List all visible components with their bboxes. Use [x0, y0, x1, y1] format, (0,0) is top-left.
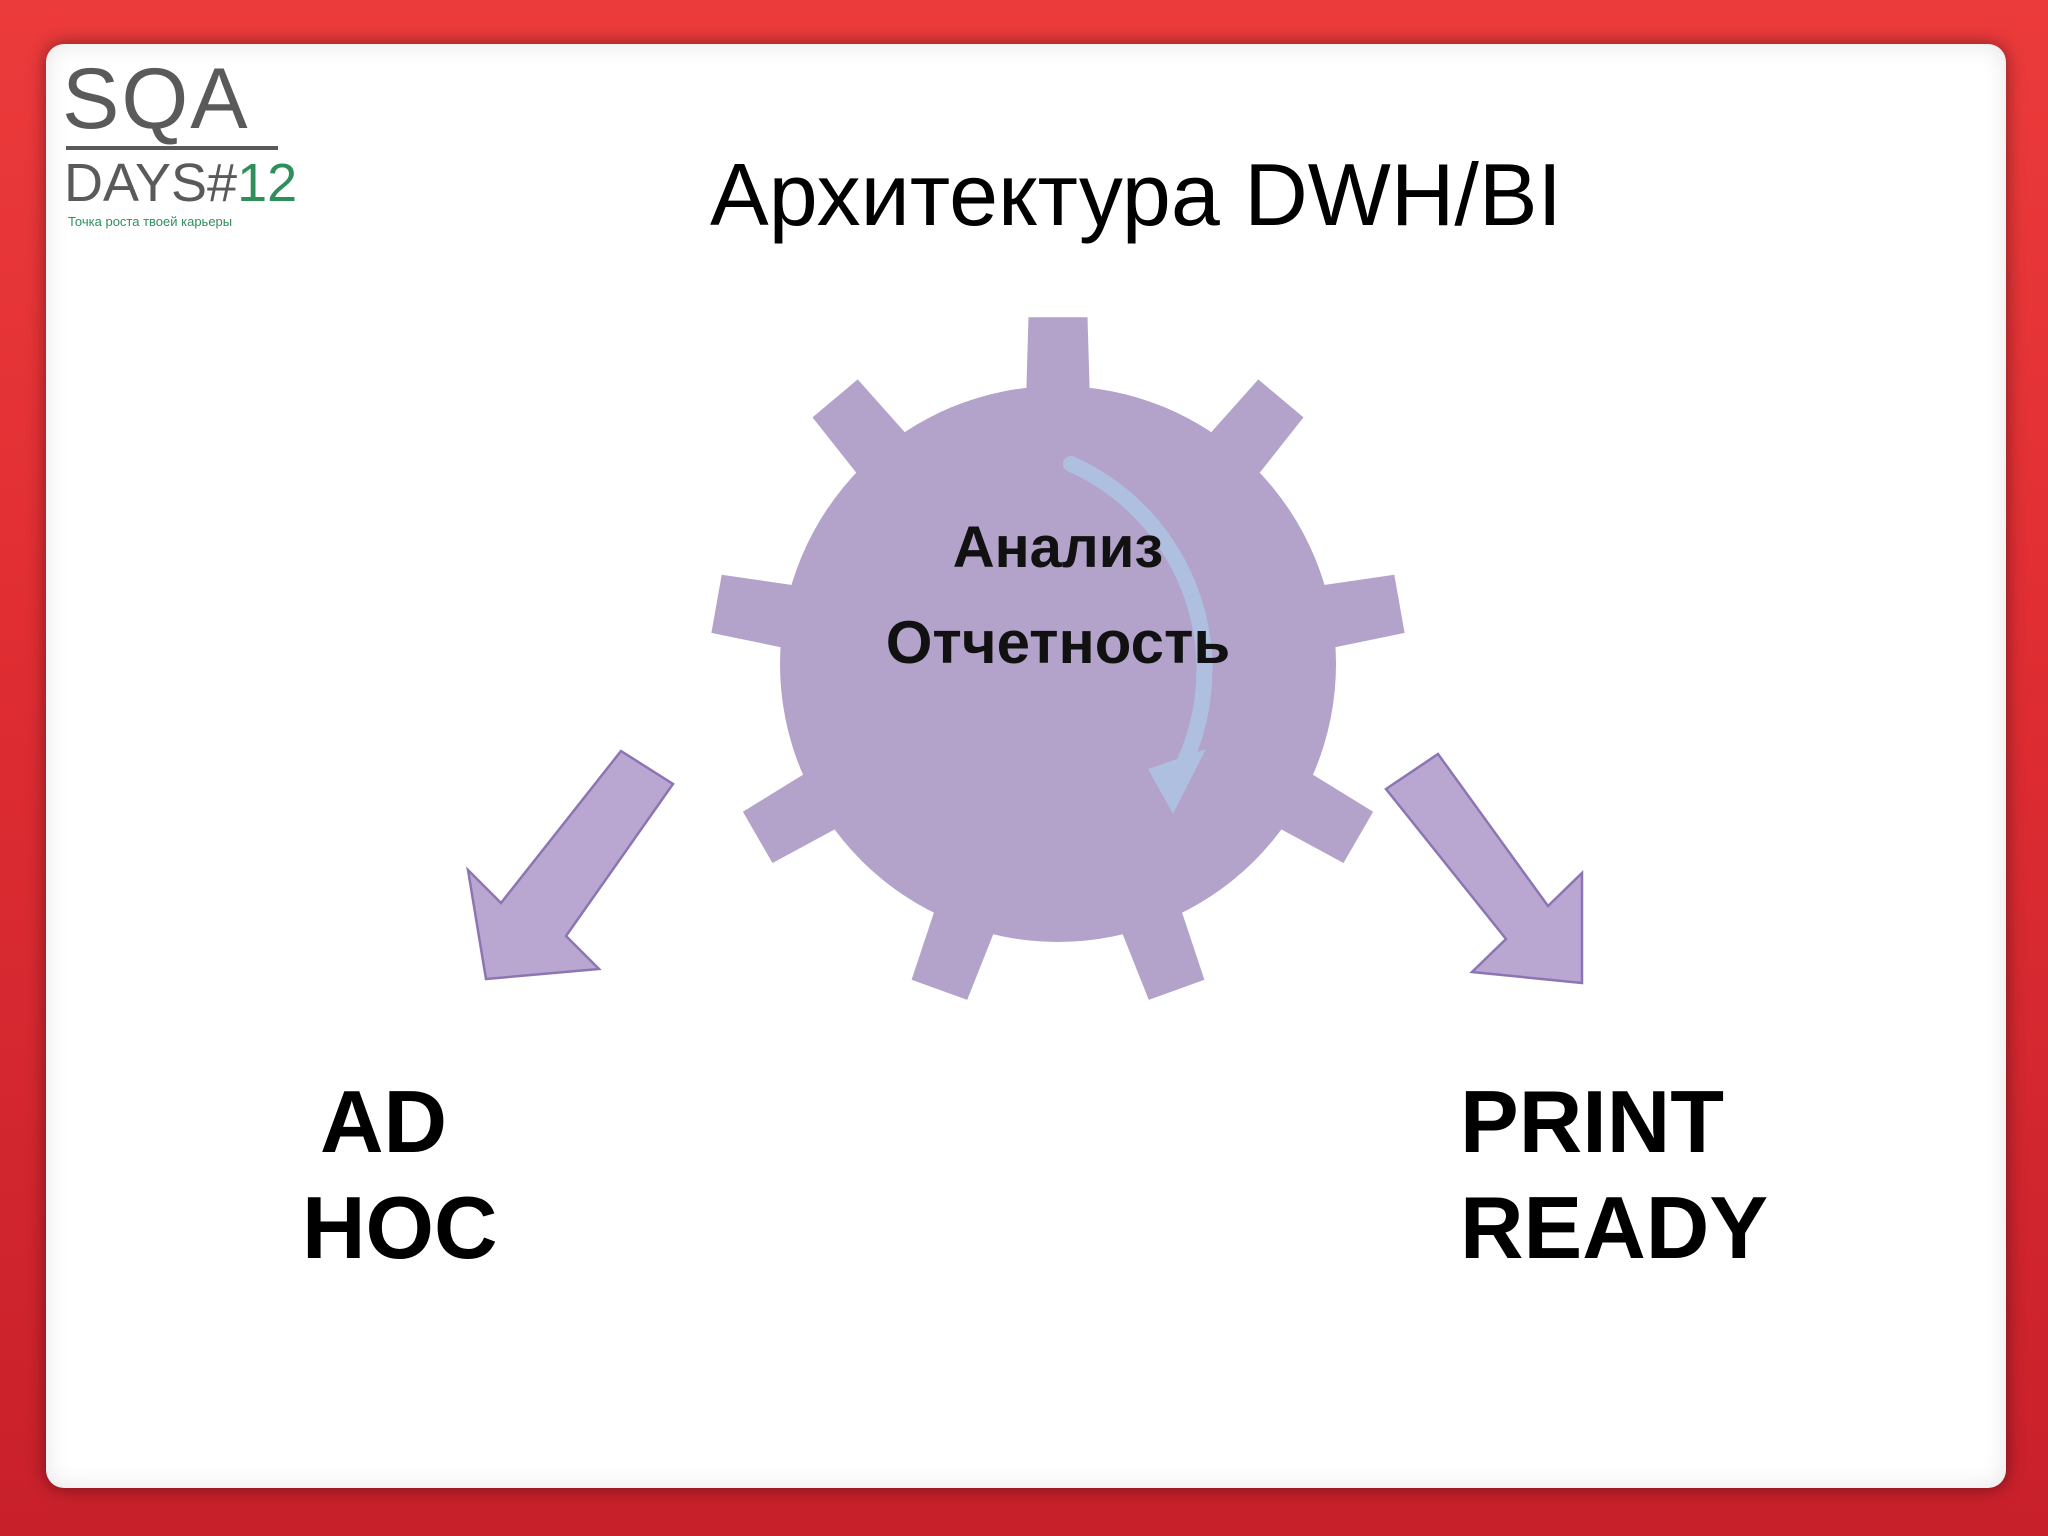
gear-tooth	[1112, 885, 1205, 1000]
gear-tooth	[1256, 759, 1374, 863]
logo-days-text: DAYS#12	[64, 153, 298, 213]
gear-tooth	[1025, 317, 1091, 417]
label-print: PRINT	[1460, 1072, 1724, 1171]
gear-tooth	[812, 379, 924, 495]
right-arrow	[1384, 752, 1584, 985]
gear-shape	[711, 317, 1405, 1000]
gear-label-analysis: Анализ	[952, 515, 1164, 580]
gear-tooth	[1296, 574, 1405, 653]
gear-tooth	[742, 759, 860, 863]
gear-tooth	[1192, 379, 1304, 495]
logo-divider	[66, 146, 278, 150]
sqa-days-logo: SQA DAYS#12 Точка роста твоей карьеры	[62, 54, 322, 254]
label-ready: READY	[1460, 1178, 1769, 1277]
left-arrow	[466, 749, 675, 981]
gear-label-reporting: Отчетность	[885, 609, 1231, 676]
label-hoc: HOC	[302, 1178, 498, 1277]
gear-tooth	[911, 885, 1004, 1000]
cycle-arrow	[1063, 456, 1213, 814]
slide-title: Архитектура DWH/BI	[710, 145, 1562, 244]
slide: SQA DAYS#12 Точка роста твоей карьеры Ар…	[46, 44, 2006, 1488]
logo-tagline: Точка роста твоей карьеры	[68, 214, 233, 229]
architecture-diagram	[466, 317, 1584, 1000]
logo-sqa-text: SQA	[62, 51, 250, 147]
gear-tooth	[711, 574, 820, 653]
label-ad: AD	[320, 1072, 448, 1171]
